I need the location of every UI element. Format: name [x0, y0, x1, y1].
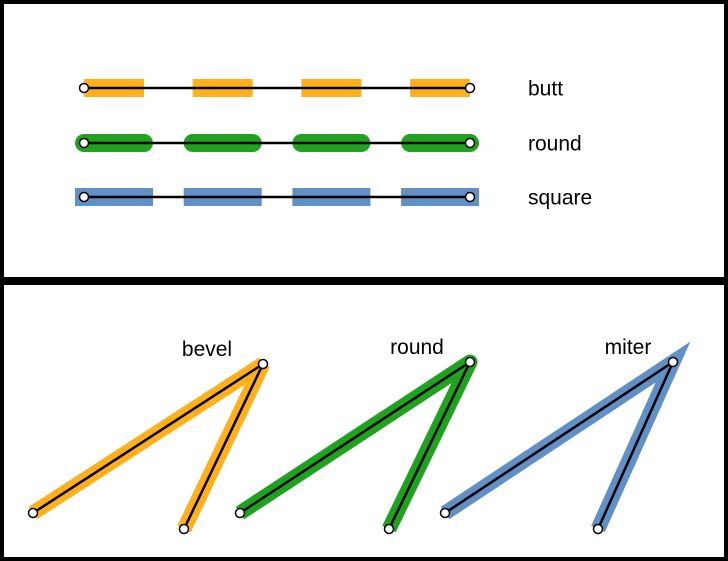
linecap-label-square: square [528, 186, 593, 210]
endpoint-marker [464, 137, 476, 149]
endpoint-marker [178, 523, 190, 535]
linejoin-label-round: round [390, 336, 444, 359]
endpoint-marker [234, 507, 246, 519]
endpoint-marker [383, 523, 395, 535]
linejoin-panel: bevel round miter [0, 281, 728, 561]
linecap-label-butt: butt [528, 77, 564, 101]
endpoint-marker [667, 356, 679, 368]
join-shape-miter [440, 341, 691, 533]
endpoint-marker [78, 82, 90, 94]
endpoint-marker [592, 523, 604, 535]
endpoint-marker [464, 191, 476, 203]
endpoint-marker [78, 191, 90, 203]
linecap-label-round: round [528, 132, 582, 156]
endpoint-marker [257, 358, 269, 370]
linejoin-label-miter: miter [604, 336, 652, 359]
linecap-diagram [75, 79, 479, 206]
endpoint-marker [78, 137, 90, 149]
endpoint-marker [27, 507, 39, 519]
linecap-panel: butt round square [0, 0, 728, 281]
endpoint-marker [464, 82, 476, 94]
join-shape-round [235, 354, 478, 533]
endpoint-marker [439, 507, 451, 519]
join-shape-bevel [28, 357, 270, 533]
linejoin-label-bevel: bevel [181, 338, 233, 361]
endpoint-marker [464, 356, 476, 368]
linejoin-diagram [27, 341, 691, 535]
